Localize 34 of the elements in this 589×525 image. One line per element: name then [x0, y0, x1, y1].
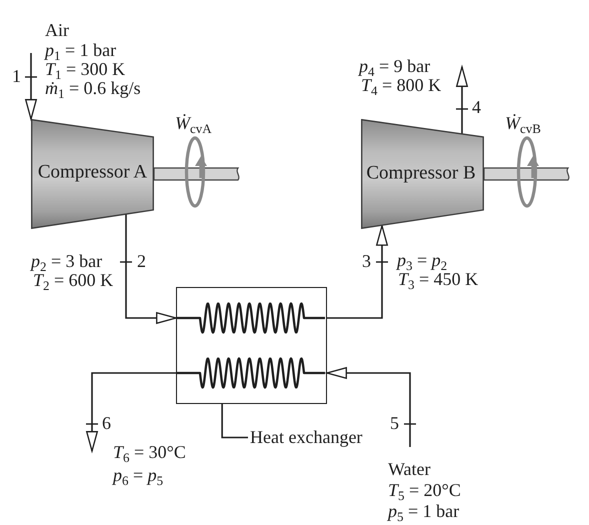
- state-number: 1: [12, 67, 21, 86]
- fluid-label: Water: [388, 460, 431, 479]
- flow-arrow: [125, 214, 177, 324]
- flow-arrow: [25, 53, 37, 120]
- state-property: T$_{2}$ = 600 K: [33, 271, 114, 290]
- fluid-label: Air: [45, 21, 69, 40]
- component-label: Compressor B: [366, 164, 476, 182]
- state-property: p$_{6}$ = p$_{5}$: [113, 466, 164, 485]
- flow-arrow: [326, 367, 411, 447]
- state-property: T$_{4}$ = 800 K: [361, 76, 442, 95]
- state-number: 2: [137, 252, 146, 271]
- component-label: Compressor A: [38, 162, 148, 182]
- state-property: p$_{4}$ = 9 bar: [359, 57, 430, 76]
- state-property: T$_{5}$ = 20°C: [388, 481, 461, 500]
- flow-arrow: [327, 225, 388, 319]
- state-property: p$_{3}$ = p$_{2}$: [397, 251, 448, 270]
- state-property: ṁ$_{1}$ = 0.6 kg/s: [45, 79, 141, 98]
- state-property: T$_{3}$ = 450 K: [398, 270, 478, 289]
- work-rate-label: Ẇ$_{cvB}$: [505, 114, 541, 133]
- state-property: T$_{1}$ = 300 K: [45, 60, 126, 79]
- state-number: 4: [472, 98, 481, 117]
- state-number: 3: [362, 252, 371, 271]
- state-number: 5: [390, 414, 399, 433]
- state-property: p$_{2}$ = 3 bar: [31, 252, 102, 271]
- heat-exchanger-box: [176, 287, 327, 404]
- state-property: p$_{5}$ = 1 bar: [388, 502, 460, 521]
- component-label: Heat exchanger: [250, 428, 362, 447]
- work-rate-label: Ẇ$_{cvA}$: [175, 114, 212, 133]
- flow-arrow: [456, 66, 468, 134]
- leader-line: [221, 404, 248, 438]
- state-property: T$_{6}$ = 30°C: [113, 443, 186, 462]
- state-property: p$_{1}$ = 1 bar: [45, 41, 116, 60]
- flow-arrow: [86, 372, 176, 452]
- state-number: 6: [102, 414, 111, 433]
